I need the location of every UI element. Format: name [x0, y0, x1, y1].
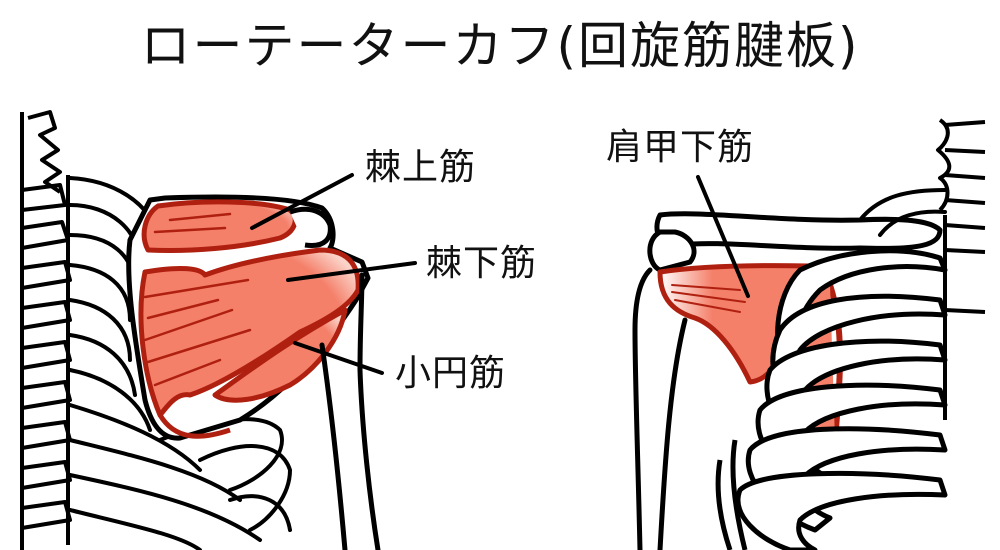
diagram-title: ローテーターカフ(回旋筋腱板)	[140, 17, 860, 75]
leader-line-subscapularis	[696, 175, 750, 298]
rib-cage-icon	[715, 248, 948, 550]
posterior-view	[20, 110, 417, 550]
label-teres-minor: 小円筋	[395, 353, 507, 394]
humerus-icon	[632, 267, 688, 550]
leader-lines	[250, 173, 417, 375]
supraspinatus-muscle	[141, 199, 298, 253]
label-infraspinatus: 棘下筋	[426, 243, 538, 284]
sternum-icon	[936, 118, 986, 420]
anterior-view	[632, 118, 986, 550]
label-supraspinatus: 棘上筋	[365, 147, 477, 188]
spine-icon	[20, 110, 72, 550]
humerus-icon	[319, 272, 381, 550]
teres-minor-muscle	[212, 307, 348, 403]
label-subscapularis: 肩甲下筋	[606, 127, 755, 168]
